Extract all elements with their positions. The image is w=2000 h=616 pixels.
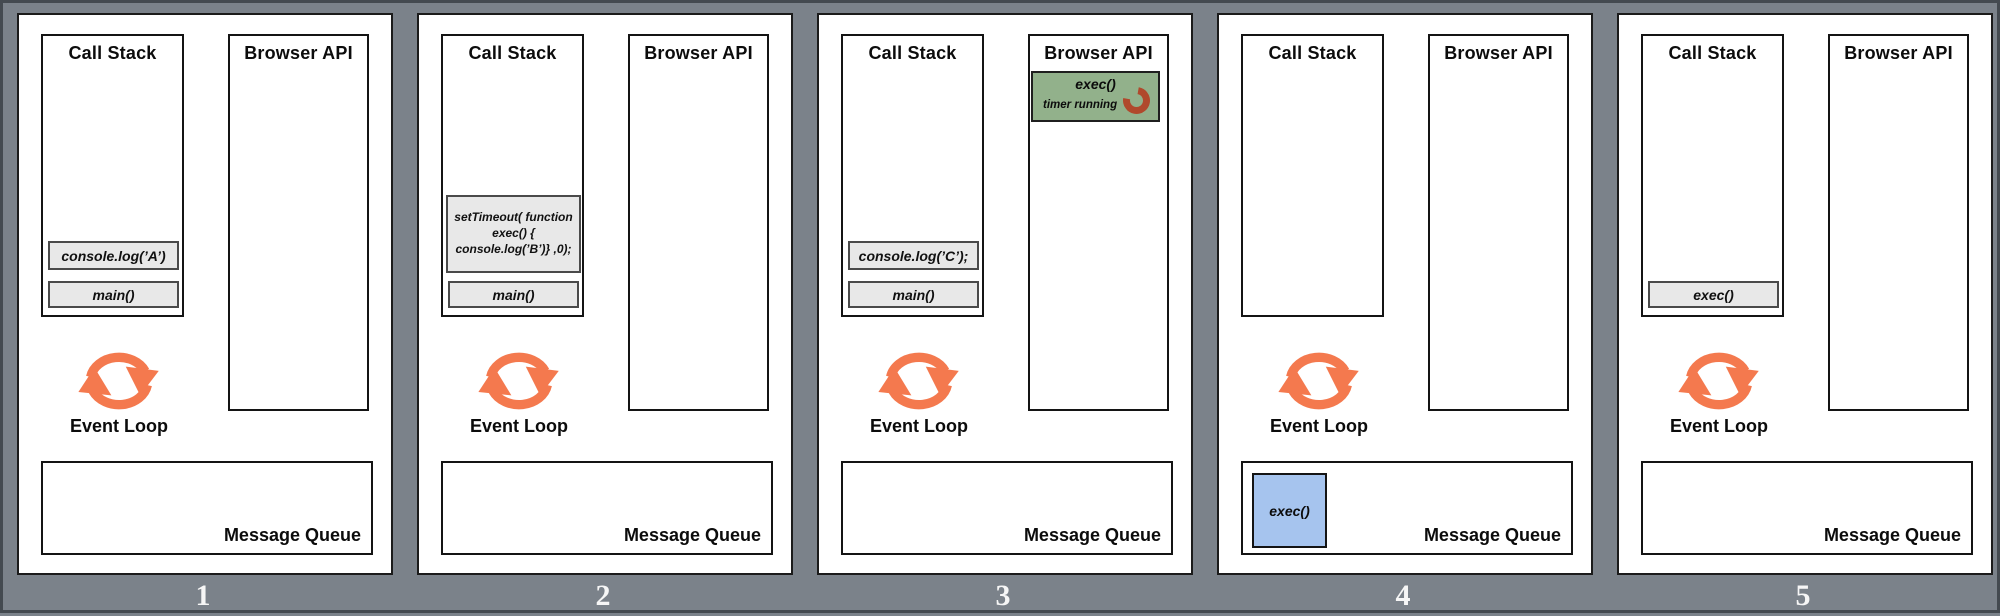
frame-number: 1 xyxy=(195,579,211,612)
browser-api-box: Browser API exec() timer running xyxy=(1028,34,1169,411)
browser-api-title: Browser API xyxy=(1844,43,1953,63)
browser-api-title: Browser API xyxy=(1044,43,1153,63)
message-queue-label: Message Queue xyxy=(623,525,761,545)
event-loop-label: Event Loop xyxy=(1270,416,1368,436)
message-queue-label: Message Queue xyxy=(1823,525,1961,545)
browser-api-box: Browser API xyxy=(1828,34,1969,411)
frame-number: 4 xyxy=(1395,579,1411,612)
message-queue-box: Message Queue xyxy=(41,461,373,555)
frame-number: 2 xyxy=(595,579,611,612)
message-queue-box: Message Queue xyxy=(841,461,1173,555)
frame-4-card: Call Stack Browser API Event Loop exec()… xyxy=(1217,13,1593,575)
frame-5-card: Call Stack exec() Browser API Event Loop… xyxy=(1617,13,1993,575)
event-loop-label: Event Loop xyxy=(470,416,568,436)
frame-1-card: Call Stack console.log(’A’) main() Brows… xyxy=(17,13,393,575)
frame-5: Call Stack exec() Browser API Event Loop… xyxy=(1603,3,2000,616)
event-loop-icon xyxy=(478,352,559,410)
browser-api-task: exec() timer running xyxy=(1031,71,1160,122)
call-stack-title: Call Stack xyxy=(868,43,957,63)
frame-2-card: Call Stack setTimeout( function exec() {… xyxy=(417,13,793,575)
message-queue-label: Message Queue xyxy=(223,525,361,545)
code-line: exec() { xyxy=(492,226,535,241)
call-stack-box: Call Stack setTimeout( function exec() {… xyxy=(441,34,584,317)
stack-item: main() xyxy=(848,281,979,308)
queue-task: exec() xyxy=(1252,473,1327,548)
event-loop-icon xyxy=(878,352,959,410)
call-stack-title: Call Stack xyxy=(468,43,557,63)
settimeout-stack-item: setTimeout( function exec() { console.lo… xyxy=(446,195,581,273)
frame-number: 5 xyxy=(1795,579,1811,612)
stack-item: exec() xyxy=(1648,281,1779,308)
message-queue-label: Message Queue xyxy=(1023,525,1161,545)
event-loop-icon xyxy=(1278,352,1359,410)
message-queue-box: exec() Message Queue xyxy=(1241,461,1573,555)
frame-1: Call Stack console.log(’A’) main() Brows… xyxy=(3,3,403,616)
event-loop-label: Event Loop xyxy=(1670,416,1768,436)
event-loop-label: Event Loop xyxy=(70,416,168,436)
call-stack-title: Call Stack xyxy=(1268,43,1357,63)
stack-item: main() xyxy=(48,281,179,308)
message-queue-label: Message Queue xyxy=(1423,525,1561,545)
browser-api-box: Browser API xyxy=(228,34,369,411)
code-line: setTimeout( function xyxy=(454,210,573,225)
browser-api-box: Browser API xyxy=(628,34,769,411)
frame-2: Call Stack setTimeout( function exec() {… xyxy=(403,3,803,616)
call-stack-box: Call Stack xyxy=(1241,34,1384,317)
stack-item: console.log(’A’) xyxy=(48,241,179,270)
frame-3: Call Stack console.log(’C’); main() Brow… xyxy=(803,3,1203,616)
event-loop-icon xyxy=(78,352,159,410)
event-loop-label: Event Loop xyxy=(870,416,968,436)
frame-4: Call Stack Browser API Event Loop exec()… xyxy=(1203,3,1603,616)
message-queue-box: Message Queue xyxy=(441,461,773,555)
call-stack-title: Call Stack xyxy=(1668,43,1757,63)
stack-item: main() xyxy=(448,281,579,308)
stack-item: console.log(’C’); xyxy=(848,241,979,270)
frame-3-card: Call Stack console.log(’C’); main() Brow… xyxy=(817,13,1193,575)
event-loop-icon xyxy=(1678,352,1759,410)
frame-number: 3 xyxy=(995,579,1011,612)
task-status: timer running xyxy=(1043,99,1118,111)
browser-api-title: Browser API xyxy=(644,43,753,63)
message-queue-box: Message Queue xyxy=(1641,461,1973,555)
task-title: exec() xyxy=(1075,76,1116,92)
code-line: console.log(’B’)} ,0); xyxy=(455,241,572,256)
call-stack-title: Call Stack xyxy=(68,43,157,63)
call-stack-box: Call Stack console.log(’A’) main() xyxy=(41,34,184,317)
browser-api-title: Browser API xyxy=(244,43,353,63)
browser-api-title: Browser API xyxy=(1444,43,1553,63)
browser-api-box: Browser API xyxy=(1428,34,1569,411)
call-stack-box: Call Stack console.log(’C’); main() xyxy=(841,34,984,317)
call-stack-box: Call Stack exec() xyxy=(1641,34,1784,317)
